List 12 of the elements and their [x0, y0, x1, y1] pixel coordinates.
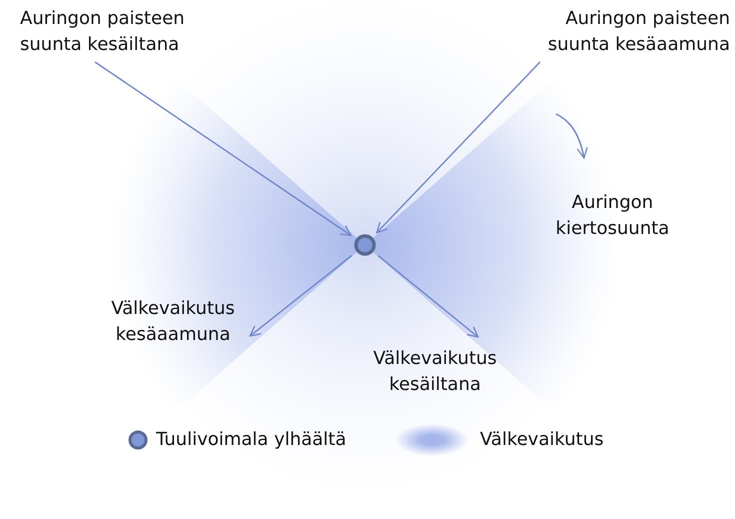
legend-text: Välkevaikutus — [480, 428, 604, 452]
arrow — [378, 255, 479, 338]
note-text: Auringon kiertosuunta — [554, 191, 670, 241]
turbine-circle — [354, 234, 376, 256]
arrow — [94, 61, 352, 236]
node-label: Välkevaikutus kesäiltana — [350, 346, 520, 398]
node-label: Auringon paisteen suunta kesäiltana — [20, 6, 240, 58]
legend-text: Tuulivoimala ylhäältä — [156, 428, 346, 452]
node-label: Välkevaikutus kesäaamuna — [88, 296, 258, 348]
arrow — [249, 255, 352, 337]
node-label: Auringon paisteen suunta kesäaamuna — [500, 6, 730, 58]
arrow — [376, 62, 540, 234]
